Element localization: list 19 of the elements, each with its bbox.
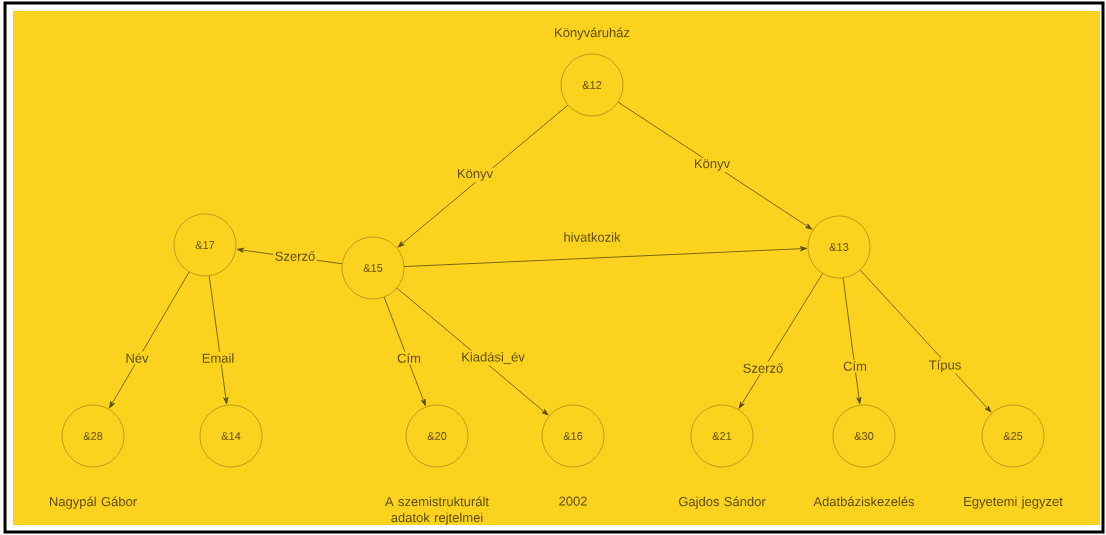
arrow <box>208 275 229 405</box>
node-caption: A szemistrukturált adatok rejtelmei <box>385 496 489 525</box>
node-caption: Egyetemi jegyzet <box>964 496 1063 509</box>
arrow <box>842 277 862 405</box>
node-caption: Nagypál Gábor <box>50 496 137 509</box>
arrow <box>617 101 813 230</box>
edge-label: Típus <box>927 358 963 374</box>
node-caption: 2002 <box>559 496 587 506</box>
arrow <box>109 271 190 409</box>
node-caption: Könyváruház <box>555 27 630 40</box>
arrow <box>859 269 992 413</box>
node-caption: Adatbáziskezelés <box>813 496 915 507</box>
arrow <box>738 273 823 409</box>
node-caption: Gajdos Sándor <box>678 496 766 509</box>
arrow <box>397 104 569 248</box>
arrow <box>396 287 549 416</box>
edge-label: Kiadási_év <box>459 350 527 366</box>
arrow <box>383 296 426 407</box>
arrow <box>403 246 807 267</box>
